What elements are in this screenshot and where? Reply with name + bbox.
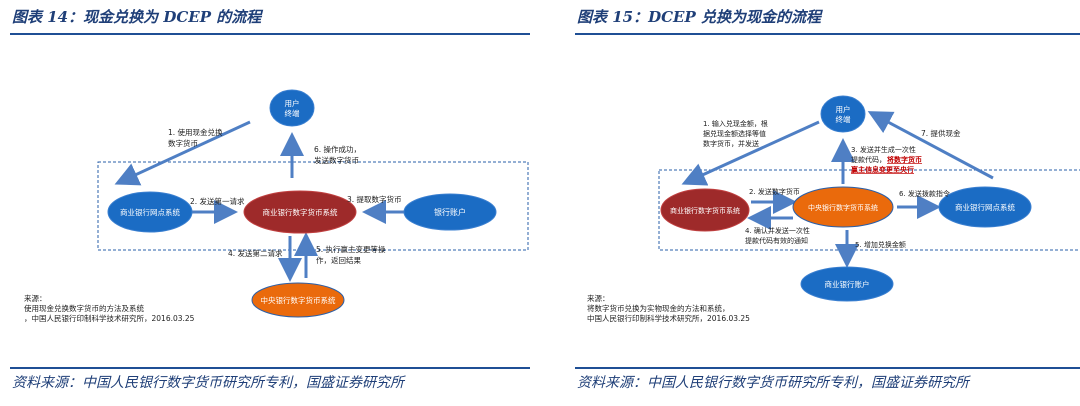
node-user-terminal xyxy=(269,89,315,127)
node-central-bank-dc xyxy=(792,186,894,228)
step-label-2: 2. 发送数字货币 xyxy=(749,187,800,196)
node-commercial-bank-branch-label: 商业银行网点系统 xyxy=(120,207,180,217)
node-user-terminal-label-2: 终端 xyxy=(285,108,300,118)
node-commercial-bank-branch xyxy=(938,186,1032,228)
step-label-5: 5. 执行赢主变更等操作，返回结果 xyxy=(316,244,386,265)
step-label-2: 2. 发送第一请求 xyxy=(190,196,245,206)
figure-14-panel: 图表 14：现金兑换为 DCEP 的流程 用户 终端 商业银行网点系统 商业银行… xyxy=(10,0,530,406)
figure-15-diagram: 用户 终端 商业银行数字货币系统 中央银行数字货币系统 商业银行网点系统 商业银… xyxy=(658,95,1080,302)
node-user-terminal-label-1: 用户 xyxy=(285,98,300,108)
figure-15-patent-note: 来源： 将数字货币兑换为实物现金的方法和系统， 中国人民银行印制科学技术研究所，… xyxy=(587,294,750,323)
figure-15-title: 图表 15：DCEP 兑换为现金的流程 xyxy=(577,8,821,26)
system-boundary xyxy=(658,169,1080,251)
arrow-step1 xyxy=(681,120,820,186)
step-label-3-highlight: 将数字货币赢主信息变更至央行 xyxy=(851,155,922,174)
step-label-1: 1. 输入兑现金额，根据兑现金额选择等值数字货币，并发送 xyxy=(703,119,768,148)
node-commercial-bank-account-label: 商业银行账户 xyxy=(825,279,870,289)
title-rule xyxy=(10,33,530,35)
figure-14-title: 图表 14：现金兑换为 DCEP 的流程 xyxy=(12,8,262,26)
title-rule xyxy=(575,33,1080,35)
step-label-7: 7. 提供现金 xyxy=(921,128,961,138)
figure-15-source: 资料来源：中国人民银行数字货币研究所专利，国盛证券研究所 xyxy=(577,375,969,391)
node-commercial-bank-dc-label: 商业银行数字货币系统 xyxy=(670,206,740,215)
node-bank-account xyxy=(403,193,497,231)
figure-14-patent-note: 来源： 使用现金兑换数字货币的方法及系统 ，中国人民银行印制科学技术研究所，20… xyxy=(24,294,195,323)
node-commercial-bank-dc xyxy=(660,188,750,232)
source-rule xyxy=(10,367,530,369)
node-central-bank-dc-label: 中央银行数字货币系统 xyxy=(261,295,336,305)
node-central-bank-dc xyxy=(251,282,345,318)
node-user-terminal-label-1: 用户 xyxy=(836,104,851,114)
figure-15-panel: 图表 15：DCEP 兑换为现金的流程 用户 终端 商业银行数字货币系统 中央银… xyxy=(575,0,1080,406)
node-commercial-bank-branch xyxy=(107,191,193,233)
step-label-6: 6. 发送拨款指令 xyxy=(899,189,950,198)
step-label-3: 3. 发送并生成一次性提款代码， xyxy=(851,145,916,164)
step-label-4: 4. 发送第二请求 xyxy=(228,248,283,258)
arrow-step7 xyxy=(867,111,994,180)
node-commercial-bank-account xyxy=(800,266,894,302)
node-commercial-bank-dc xyxy=(243,190,357,234)
step-label-6: 6. 操作成功，发送数字货币 xyxy=(314,144,361,165)
source-rule xyxy=(575,367,1080,369)
step-label-4: 4. 确认并发送一次性提款代码有效的通知 xyxy=(745,226,810,245)
step-label-1: 1. 使用现金兑换数字货币 xyxy=(168,127,223,148)
node-user-terminal xyxy=(820,95,866,133)
step-label-3: 3. 提取数字货币 xyxy=(347,194,402,204)
node-user-terminal-label-2: 终端 xyxy=(836,114,851,124)
node-commercial-bank-dc-label: 商业银行数字货币系统 xyxy=(263,207,338,217)
node-commercial-bank-branch-label: 商业银行网点系统 xyxy=(955,202,1015,212)
figure-14-source: 资料来源：中国人民银行数字货币研究所专利，国盛证券研究所 xyxy=(12,375,404,391)
step-label-5: 5. 增加兑换金额 xyxy=(855,240,906,249)
node-bank-account-label: 银行账户 xyxy=(434,207,466,217)
arrow-step1 xyxy=(114,120,251,186)
figure-14-diagram: 用户 终端 商业银行网点系统 商业银行数字货币系统 银行账户 中央银行数字货币系… xyxy=(97,89,529,318)
node-central-bank-dc-label: 中央银行数字货币系统 xyxy=(808,203,878,212)
